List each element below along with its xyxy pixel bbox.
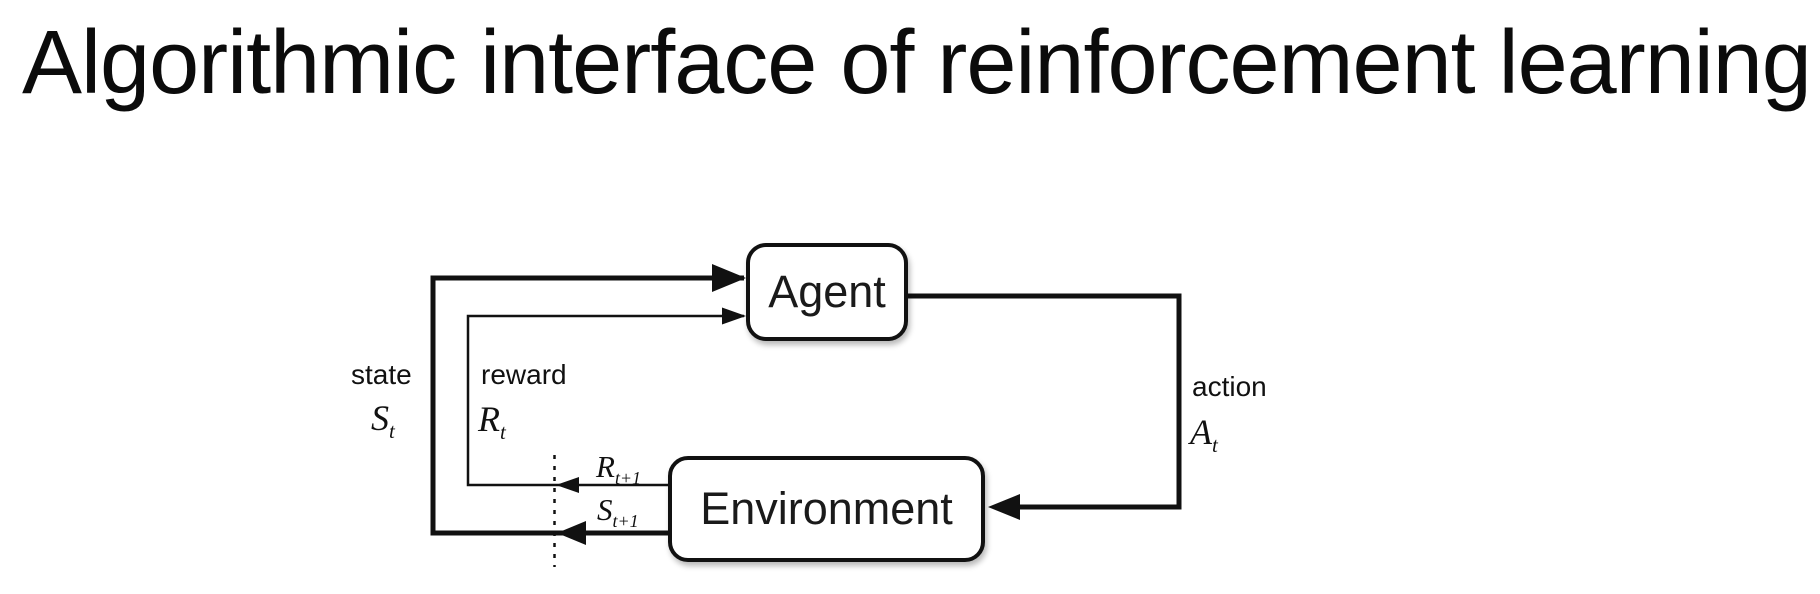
- action-symbol-base: A: [1190, 412, 1212, 452]
- agent-box: Agent: [746, 243, 908, 341]
- next-reward-symbol-subscript: t+1: [614, 468, 642, 489]
- action-wire: [908, 293, 1182, 510]
- next-reward-at-boundary-arrowhead-icon: [556, 477, 579, 493]
- environment-box: Environment: [668, 456, 985, 562]
- state-into-agent-arrowhead-icon: [712, 264, 746, 292]
- reward-into-agent-arrowhead-icon: [722, 307, 746, 325]
- next-reward-symbol-base: R: [596, 449, 615, 484]
- reward-symbol: Rt: [478, 401, 506, 443]
- slide-title: Algorithmic interface of reinforcement l…: [22, 13, 1812, 113]
- action-symbol: At: [1190, 414, 1218, 456]
- state-symbol-base: S: [371, 398, 389, 438]
- environment-box-label: Environment: [700, 483, 953, 534]
- reward-symbol-base: R: [478, 399, 500, 439]
- action-symbol-subscript: t: [1212, 433, 1218, 458]
- state-label: state: [351, 359, 412, 390]
- action-label: action: [1192, 371, 1267, 402]
- next-reward-symbol: Rt+1: [596, 451, 641, 487]
- next-state-at-boundary-arrowhead-icon: [557, 521, 586, 545]
- state-wire: [430, 275, 744, 536]
- state-symbol-subscript: t: [389, 419, 395, 444]
- action-into-environment-arrowhead-icon: [988, 494, 1020, 520]
- reward-label: reward: [481, 359, 567, 390]
- state-symbol: St: [371, 400, 395, 442]
- next-state-symbol: St+1: [597, 494, 639, 530]
- next-state-symbol-subscript: t+1: [612, 511, 639, 532]
- agent-box-label: Agent: [768, 266, 886, 317]
- reward-symbol-subscript: t: [500, 420, 506, 445]
- next-state-symbol-base: S: [597, 492, 613, 527]
